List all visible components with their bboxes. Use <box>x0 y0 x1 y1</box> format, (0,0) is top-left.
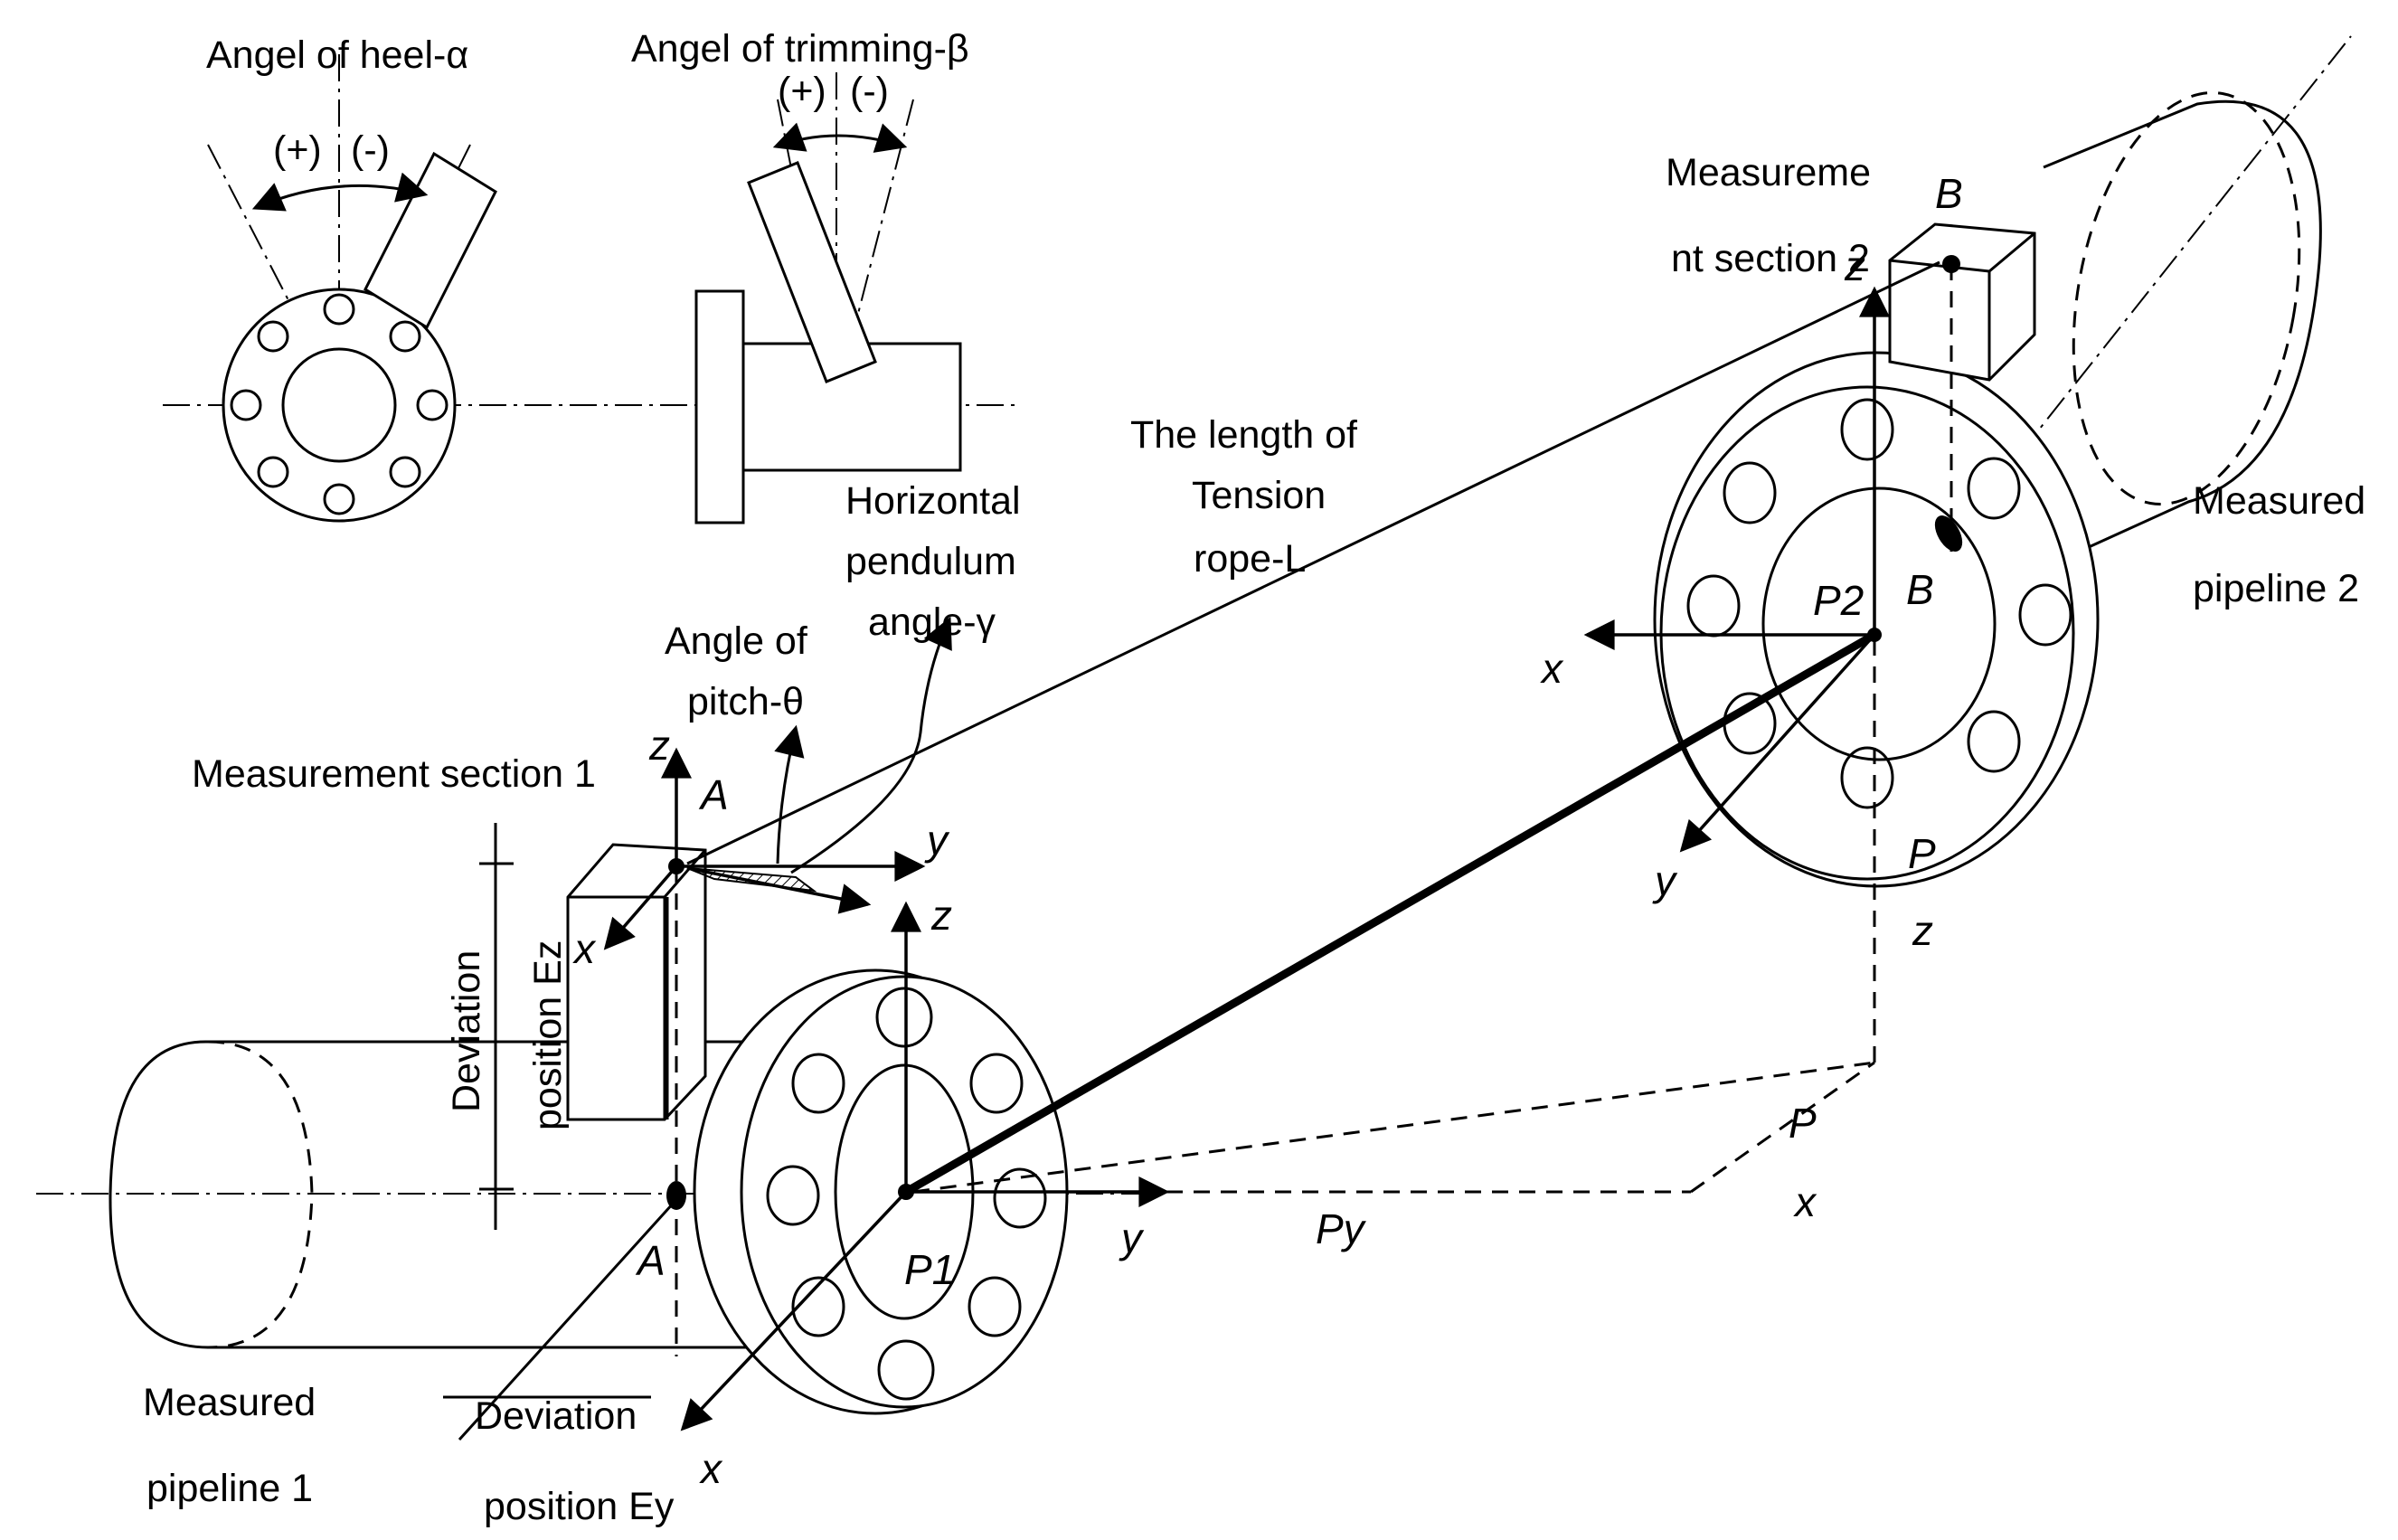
point-axis-labels: A A B B P1 P2 Py P z P x z y x z y x z x… <box>572 170 1963 1492</box>
axis-p2-y-label: y <box>1652 857 1678 904</box>
heel-flange-bolt-holes <box>230 293 448 515</box>
measured-pipeline-2-label-2: pipeline 2 <box>2193 567 2359 610</box>
axis-p2-x-label: x <box>1540 645 1564 692</box>
measured-pipeline-2-label-1: Measured <box>2193 479 2365 523</box>
axis-p1-y-label: y <box>1119 1214 1145 1261</box>
measured-pipeline-1 <box>36 747 1170 1441</box>
angle-trimming-label: Angel of trimming-β <box>631 27 969 71</box>
heel-angle-inset: Angel of heel-α (+) (-) <box>163 33 1022 523</box>
measured-pipeline-1-label-2: pipeline 1 <box>146 1467 313 1510</box>
measurement-section-1-label: Measurement section 1 <box>192 752 596 796</box>
measured-pipeline-1-label-1: Measured <box>143 1381 316 1424</box>
point-a-label: A <box>698 771 729 818</box>
axis-a-z-label: z <box>648 722 670 769</box>
deviation-ez-label-1: Deviation <box>445 950 488 1112</box>
point-pz-p-label: P <box>1908 830 1936 877</box>
point-p2-label: P2 <box>1813 577 1864 624</box>
horizontal-angle-label-1: Horizontal <box>845 479 1021 523</box>
text-labels: The length of Tension rope-L Horizontal … <box>143 151 2365 1528</box>
axis-a-x-label: x <box>572 925 597 972</box>
tension-rope-label-2: Tension <box>1192 474 1326 517</box>
tension-rope-label-1: The length of <box>1130 413 1358 457</box>
point-py-label: Py <box>1316 1205 1367 1252</box>
pitch-angle-label-2: pitch-θ <box>687 680 804 723</box>
axis-p1-x-label: x <box>699 1445 723 1492</box>
angle-heel-label: Angel of heel-α <box>206 33 468 77</box>
trim-plus-label: (+) <box>778 70 826 113</box>
point-b-prime-label: B <box>1906 566 1934 613</box>
pipeline-2-bolt-holes <box>1686 398 2072 809</box>
point-b-label: B <box>1935 170 1963 217</box>
axis-a-y-label: y <box>924 817 950 864</box>
connections <box>686 260 1940 1195</box>
tension-rope-label-3: rope-L <box>1194 537 1306 581</box>
point-pz-z-label: z <box>1912 907 1933 954</box>
measurement-section-2-label-1: Measureme <box>1666 151 1871 194</box>
horizontal-angle-label-2: pendulum <box>845 540 1016 583</box>
deviation-ey-label-2: position Ey <box>484 1485 675 1528</box>
horizontal-angle-label-3: angle-γ <box>868 600 996 644</box>
point-p1-label: P1 <box>904 1246 955 1293</box>
measured-pipeline-2 <box>1583 35 2352 888</box>
deviation-ey-label-1: Deviation <box>475 1394 637 1438</box>
heel-plus-label: (+) <box>273 128 322 172</box>
point-px-x-label: x <box>1793 1178 1817 1225</box>
pitch-angle-label-1: Angle of <box>665 619 808 663</box>
deviation-ez-label-2: position Ez <box>526 940 570 1130</box>
trimming-angle-inset: Angel of trimming-β (+) (-) <box>631 27 969 524</box>
trim-minus-label: (-) <box>850 70 889 113</box>
heel-minus-label: (-) <box>351 128 390 172</box>
point-a-prime-label: A <box>635 1237 666 1284</box>
axis-p2-z-label: z <box>1844 242 1865 289</box>
point-px-p-label: P <box>1789 1100 1817 1147</box>
measurement-section-2-label-2: nt section 2 <box>1671 237 1870 280</box>
pipeline-1-bolt-holes <box>766 987 1047 1401</box>
axis-p1-z-label: z <box>930 892 952 939</box>
